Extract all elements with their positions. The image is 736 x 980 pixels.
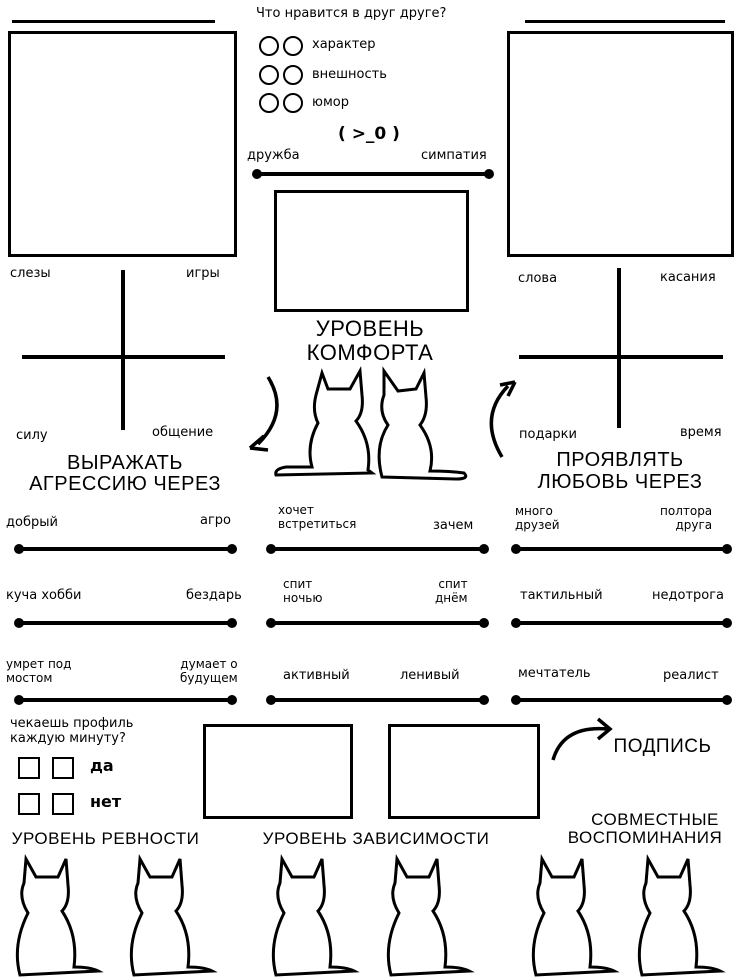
friendship-slider[interactable] — [252, 169, 494, 179]
slider-4-right: бездарь — [186, 588, 242, 603]
aggression-bottom-left: силу — [16, 428, 48, 443]
love-vertical-axis — [617, 268, 621, 428]
love-top-right: касания — [660, 270, 716, 285]
right-curved-arrow-icon — [489, 380, 517, 458]
aggression-title-2: АГРЕССИЮ ЧЕРЕЗ — [29, 473, 221, 495]
signature-label: ПОДПИСЬ — [613, 736, 712, 757]
header-question: Что нравится в друг друге? — [256, 6, 447, 21]
like-circle-right-3[interactable] — [283, 93, 303, 113]
slider-8-left: активный — [283, 668, 350, 683]
dependency-cat-2-icon — [386, 853, 475, 977]
yes-checkbox-1[interactable] — [18, 757, 40, 779]
slider-4-left: куча хобби — [6, 588, 82, 603]
right-name-line[interactable] — [525, 20, 725, 23]
memories-cat-1-icon — [531, 853, 620, 977]
love-bottom-left: подарки — [519, 427, 577, 442]
emoticon: ( >_0 ) — [338, 124, 400, 144]
slider-6-left: тактильный — [520, 588, 603, 603]
slider-2-left: хочет встретиться — [278, 503, 357, 531]
slider-6-track[interactable] — [511, 618, 732, 628]
slider-6-right: недотрога — [652, 588, 725, 603]
slider-7-left: умрет под мостом — [6, 657, 72, 685]
aggression-top-right: игры — [186, 266, 220, 281]
aggression-top-left: слезы — [10, 266, 51, 281]
slider-2-right: зачем — [433, 518, 474, 533]
dependency-title: УРОВЕНЬ ЗАВИСИМОСТИ — [262, 829, 490, 848]
comfort-title-2: КОМФОРТА — [306, 340, 434, 365]
like-label-appearance: внешность — [312, 67, 387, 82]
slider-9-track[interactable] — [511, 695, 732, 705]
slider-7-right: думает о будущем — [180, 657, 238, 685]
memories-title-2: ВОСПОМИНАНИЯ — [567, 828, 723, 847]
jealousy-title: УРОВЕНЬ РЕВНОСТИ — [11, 829, 200, 848]
no-checkbox-1[interactable] — [18, 793, 40, 815]
jealousy-cat-2-icon — [129, 853, 218, 977]
jealousy-cat-1-icon — [15, 853, 104, 977]
memories-title-1: СОВМЕСТНЫЕ — [591, 810, 719, 829]
aggression-bottom-right: общение — [152, 425, 214, 440]
slider-5-left: спит ночью — [283, 577, 323, 605]
friendship-label: дружба — [247, 148, 300, 163]
cat-left-icon — [274, 365, 377, 477]
slider-3-left: много друзей — [515, 504, 560, 532]
left-curved-arrow-icon — [248, 376, 279, 452]
like-circle-right-2[interactable] — [283, 65, 303, 85]
slider-9-right: реалист — [663, 668, 719, 683]
like-circle-left-1[interactable] — [259, 36, 279, 56]
love-bottom-right: время — [680, 425, 722, 440]
love-title-1: ПРОЯВЛЯТЬ — [556, 449, 684, 471]
love-horizontal-axis — [519, 355, 723, 359]
profile-question-line-1: чекаешь профиль — [10, 716, 134, 731]
like-circle-right-1[interactable] — [283, 36, 303, 56]
signature-box-right[interactable] — [388, 724, 540, 819]
signature-arrow-icon — [551, 717, 613, 761]
slider-3-track[interactable] — [511, 544, 732, 554]
profile-question-line-2: каждую минуту? — [10, 731, 126, 746]
signature-box-left[interactable] — [203, 724, 353, 819]
slider-1-track[interactable] — [14, 544, 237, 554]
like-label-character: характер — [312, 37, 376, 52]
aggression-vertical-axis — [121, 270, 125, 430]
aggression-horizontal-axis — [22, 355, 225, 359]
slider-8-right: ленивый — [400, 668, 460, 683]
aggression-title-1: ВЫРАЖАТЬ — [67, 452, 183, 474]
comfort-box[interactable] — [274, 190, 469, 312]
right-photo-box[interactable] — [507, 31, 734, 257]
slider-1-left: добрый — [6, 515, 58, 530]
cat-right-icon — [377, 366, 468, 481]
yes-label: да — [90, 756, 114, 775]
slider-1-right: агро — [200, 513, 232, 528]
love-title-2: ЛЮБОВЬ ЧЕРЕЗ — [537, 471, 703, 493]
slider-7-track[interactable] — [14, 695, 237, 705]
slider-9-left: мечтатель — [518, 666, 591, 681]
slider-4-track[interactable] — [14, 618, 237, 628]
like-circle-left-2[interactable] — [259, 65, 279, 85]
slider-3-right: полтора друга — [660, 504, 713, 532]
sympathy-label: симпатия — [421, 148, 487, 163]
left-photo-box[interactable] — [8, 31, 237, 257]
slider-2-track[interactable] — [266, 544, 489, 554]
slider-5-right: спит днём — [435, 577, 468, 605]
like-circle-left-3[interactable] — [259, 93, 279, 113]
no-label: нет — [90, 792, 122, 811]
like-label-humor: юмор — [312, 95, 349, 110]
no-checkbox-2[interactable] — [52, 793, 74, 815]
left-name-line[interactable] — [12, 20, 215, 23]
comfort-title-1: УРОВЕНЬ — [315, 316, 425, 341]
yes-checkbox-2[interactable] — [52, 757, 74, 779]
love-top-left: слова — [518, 271, 558, 286]
slider-8-track[interactable] — [266, 695, 489, 705]
slider-5-track[interactable] — [266, 618, 489, 628]
memories-cat-2-icon — [637, 853, 726, 977]
dependency-cat-1-icon — [271, 853, 360, 977]
